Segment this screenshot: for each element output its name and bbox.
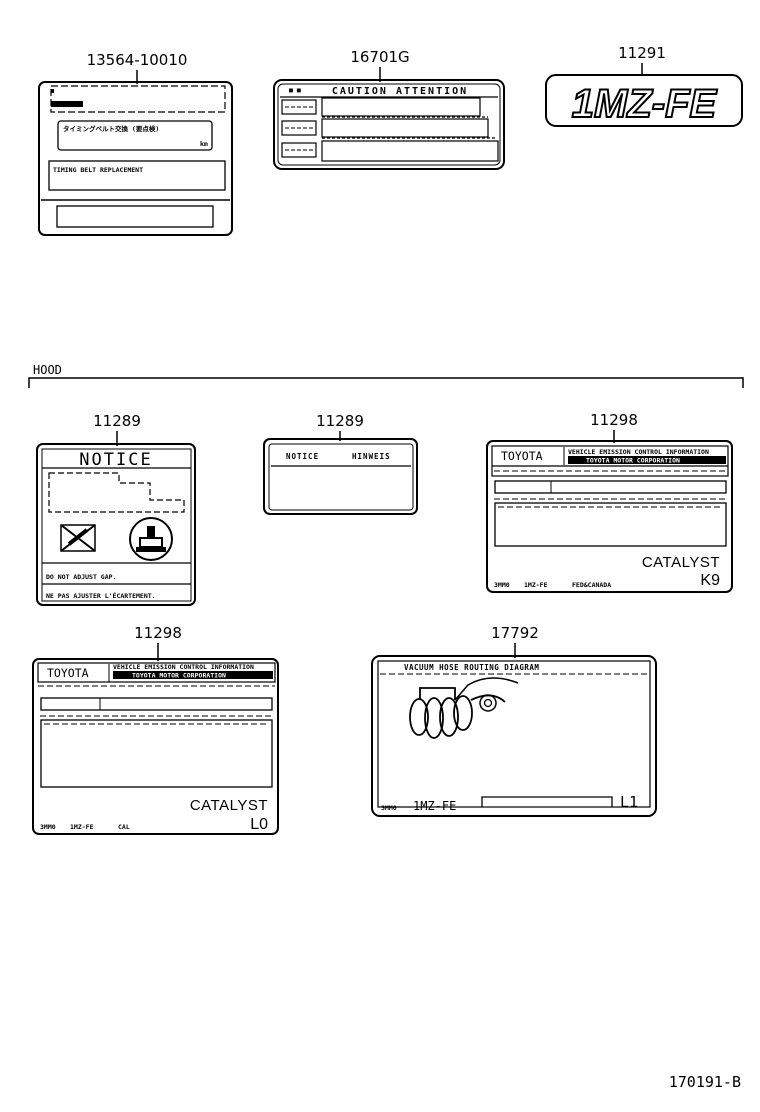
label-inner-outline	[377, 660, 651, 808]
label-outline	[273, 79, 505, 170]
part-17792: 17792 VACUUM HOSE ROUTING DIAGRAM 3MM0 1…	[371, 624, 657, 817]
info-block	[40, 719, 273, 788]
spec-row	[494, 480, 727, 494]
part-11298-k9: 11298 TOYOTA VEHICLE EMISSION CONTROL IN…	[486, 411, 733, 593]
footer-market: CAL	[118, 823, 130, 831]
emission-subheader: TOYOTA MOTOR CORPORATION	[586, 457, 680, 465]
part-number-11298-a: 11298	[590, 411, 638, 429]
figure-code: 170191-B	[669, 1073, 741, 1091]
footer-code: 3MM0	[494, 581, 510, 589]
catalyst-label: CATALYST	[642, 554, 720, 571]
notice-title: NOTICE	[79, 450, 152, 470]
caution-header: CAUTION ATTENTION	[332, 86, 468, 97]
spark-plug-icon	[129, 517, 173, 561]
hinweis-right: HINWEIS	[352, 452, 391, 461]
part-number-13564-10010: 13564-10010	[87, 51, 188, 69]
info-block	[494, 502, 727, 547]
top-panel	[50, 85, 226, 113]
label-inner-outline	[277, 83, 501, 166]
notice-text-en: DO NOT ADJUST GAP.	[46, 573, 116, 581]
notice-left: NOTICE	[286, 452, 319, 461]
footer-code: 3MM0	[40, 823, 56, 831]
flag-marks: ■ ■	[289, 86, 301, 94]
diagram-code: L1	[620, 793, 638, 811]
hand-hose-illustration	[409, 677, 519, 739]
emission-subheader-bar	[113, 671, 273, 679]
label-outline	[371, 655, 657, 817]
instruction-block	[48, 472, 185, 513]
label-outline	[32, 658, 279, 835]
label-outline	[263, 438, 418, 515]
emission-header: VEHICLE EMISSION CONTROL INFORMATION	[113, 663, 254, 671]
mileage-panel	[57, 120, 213, 151]
header-frame	[37, 662, 276, 683]
no-adjust-icon	[60, 524, 96, 552]
timing-belt-text: TIMING BELT REPLACEMENT	[53, 166, 143, 174]
emission-subheader-bar	[568, 456, 726, 464]
part-number-17792: 17792	[491, 624, 539, 642]
brand-text: TOYOTA	[47, 666, 89, 680]
emission-header: VEHICLE EMISSION CONTROL INFORMATION	[568, 448, 709, 456]
part-11291: 11291 1MZ-FE	[545, 44, 743, 127]
vacuum-header: VACUUM HOSE ROUTING DIAGRAM	[404, 663, 539, 672]
label-outline	[486, 440, 733, 593]
part-number-11289-a: 11289	[93, 412, 141, 430]
timing-belt-panel	[48, 160, 226, 191]
brand-text: TOYOTA	[501, 449, 543, 463]
part-number-11291: 11291	[618, 44, 666, 62]
footer-tab-line	[481, 796, 613, 807]
hood-bracket	[28, 377, 744, 388]
part-13564-10010: 13564-10010 タイミングベルト交換 (要点検) km TIMING B…	[38, 51, 233, 236]
footer-code: 3MM0	[381, 804, 397, 812]
mileage-jp-text: タイミングベルト交換 (要点検)	[63, 124, 159, 133]
footer-market: FED&CANADA	[572, 581, 611, 589]
label-outline	[545, 74, 743, 127]
label-inner-outline	[41, 448, 192, 602]
emission-subheader: TOYOTA MOTOR CORPORATION	[132, 672, 226, 680]
catalyst-code: K9	[700, 572, 720, 589]
footer-engine: 1MZ-FE	[413, 799, 456, 813]
label-outline	[36, 443, 196, 606]
notice-text-fr: NE PAS AJUSTER L'ÉCARTEMENT.	[46, 591, 156, 600]
blank-panel	[56, 205, 214, 228]
warning-rows	[281, 97, 499, 162]
hood-section: HOOD	[28, 363, 744, 388]
part-number-16701G: 16701G	[350, 48, 409, 66]
header-frame	[491, 445, 729, 477]
hood-section-label: HOOD	[33, 363, 62, 377]
catalyst-label: CATALYST	[190, 797, 268, 814]
top-panel-mark	[51, 101, 83, 107]
label-outline	[38, 81, 233, 236]
part-11289-hinweis: 11289 NOTICE HINWEIS	[263, 412, 418, 515]
corner-mark	[51, 89, 54, 93]
part-16701G: 16701G ■ ■ CAUTION ATTENTION	[273, 48, 505, 170]
catalyst-code: L0	[250, 816, 268, 833]
part-11289-notice: 11289 NOTICE DO NOT ADJUST GAP. NE PAS A…	[36, 412, 196, 606]
label-inner-outline	[268, 443, 414, 511]
part-number-11298-b: 11298	[134, 624, 182, 642]
part-11298-l0: 11298 TOYOTA VEHICLE EMISSION CONTROL IN…	[32, 624, 279, 835]
part-number-11289-b: 11289	[316, 412, 364, 430]
footer-engine: 1MZ-FE	[524, 581, 548, 589]
footer-engine: 1MZ-FE	[70, 823, 94, 831]
spec-row	[40, 697, 273, 711]
mileage-unit: km	[200, 140, 208, 148]
engine-name-outline-text: 1MZ-FE	[572, 82, 718, 126]
